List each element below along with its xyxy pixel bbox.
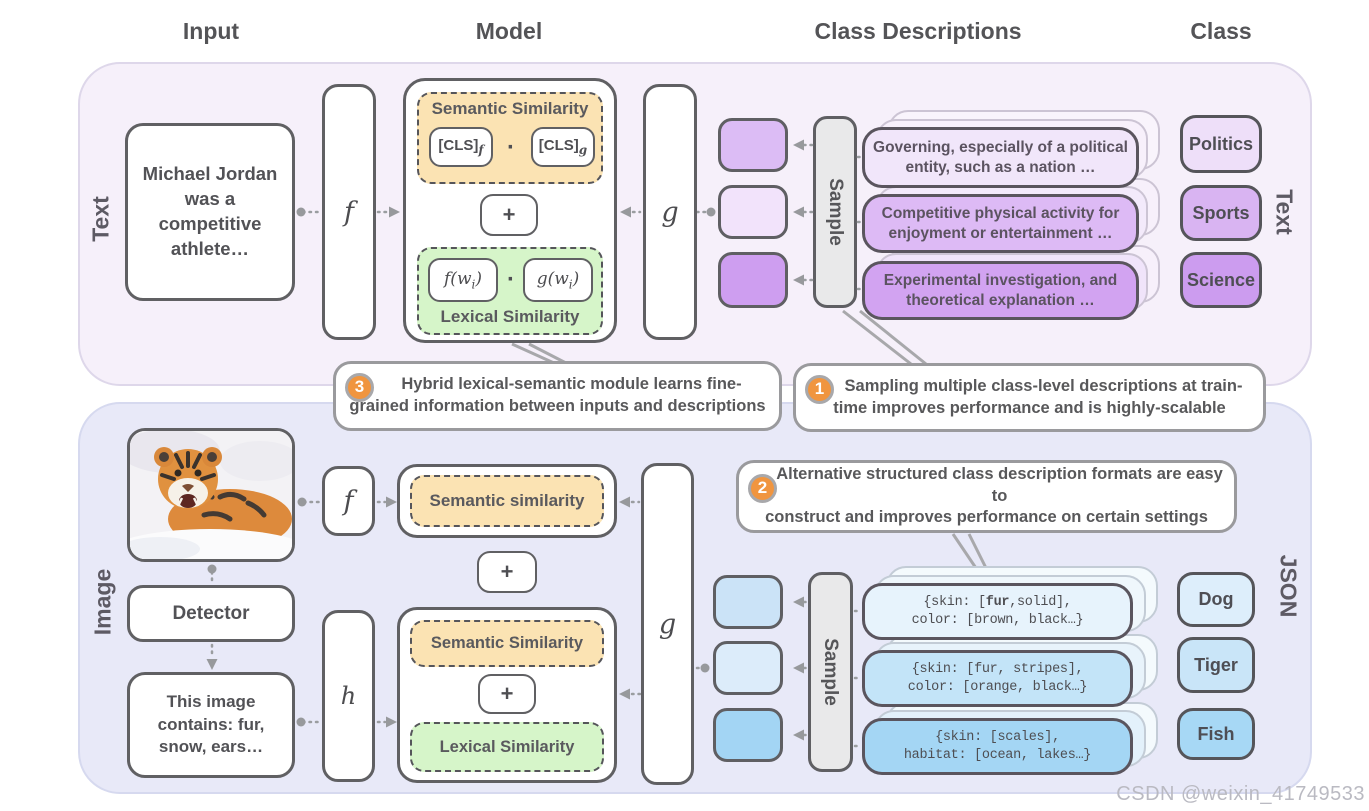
- json-line: {skin: [scales],: [935, 730, 1060, 746]
- description-line: Governing, especially of a political: [873, 138, 1128, 156]
- sample-label-text: Sample: [825, 178, 846, 246]
- semantic-similarity-title-2: Semantic Similarity: [430, 634, 584, 652]
- row-label-text-right: Text: [1271, 189, 1298, 235]
- input-line-bold: competitive: [158, 213, 262, 234]
- lexical-similarity-block-2: Lexical Similarity: [410, 722, 604, 772]
- json-description-card: {skin: [scales], habitat: [ocean, lakes……: [862, 718, 1133, 775]
- cls-g-label: [CLS]g: [538, 137, 588, 157]
- json-line: color: [orange, black…}: [907, 679, 1088, 695]
- column-header-class-descriptions: Class Descriptions: [814, 18, 1022, 44]
- callout-line: time improves performance and is highly-…: [833, 398, 1226, 417]
- lexical-similarity-title: Lexical Similarity: [440, 307, 580, 326]
- semantic-similarity-block: Semantic Similarity [CLS]f · [CLS]g: [417, 92, 603, 184]
- callout-line: construct and improves performance on ce…: [765, 508, 1208, 527]
- json-line: habitat: [ocean, lakes…}: [903, 747, 1092, 763]
- callout-2: 2 Alternative structured class descripti…: [736, 460, 1237, 533]
- tiger-illustration: [130, 431, 292, 559]
- semantic-similarity-row-block: Semantic similarity: [410, 475, 604, 527]
- column-header-input: Input: [182, 18, 240, 44]
- sampled-embedding-square: [718, 252, 788, 308]
- caption-line: snow, ears…: [158, 737, 264, 757]
- cls-g-chip: [CLS]g: [531, 127, 595, 167]
- class-label-sports: Sports: [1180, 185, 1262, 241]
- callout-line: Alternative structured class description…: [776, 464, 1223, 505]
- class-label-tiger: Tiger: [1177, 637, 1255, 693]
- cls-f-label: [CLS]f: [438, 137, 484, 157]
- sample-label-json: Sample: [820, 638, 841, 706]
- dot-product-symbol: ·: [507, 266, 515, 293]
- sample-box-text: [813, 116, 857, 308]
- csdn-watermark: CSDN @weixin_41749533: [1116, 783, 1365, 805]
- json-line: {skin: [fur, stripes],: [911, 662, 1084, 678]
- plus-chip-mid: +: [477, 551, 537, 593]
- class-label-politics: Politics: [1180, 115, 1262, 173]
- sampled-embedding-square: [718, 118, 788, 172]
- json-description-card: {skin: [fur,solid], color: [brown, black…: [862, 583, 1133, 640]
- f-wi-chip: f(wi): [428, 258, 498, 302]
- class-description-card: Experimental investigation, and theoreti…: [862, 261, 1139, 320]
- g-wi-chip: g(wi): [523, 258, 593, 302]
- callout-1-badge: 1: [805, 375, 834, 404]
- class-description-card: Governing, especially of a political ent…: [862, 127, 1139, 188]
- json-line: {skin: [fur,solid],: [923, 595, 1072, 611]
- sampled-embedding-square-blue: [713, 575, 783, 629]
- sample-box-json: [808, 572, 853, 772]
- input-line: was a: [184, 188, 236, 210]
- class-label-fish: Fish: [1177, 708, 1255, 760]
- semantic-similarity-title: Semantic Similarity: [431, 99, 589, 118]
- row-label-image-left: Image: [89, 568, 116, 636]
- plus-chip-2: +: [478, 674, 536, 714]
- description-line: entity, such as a nation …: [905, 158, 1096, 176]
- similarity-module-box: Semantic Similarity [CLS]f · [CLS]g + f(…: [403, 78, 617, 343]
- caption-line: This image: [166, 691, 256, 711]
- callout-1: 1 Sampling multiple class-level descript…: [793, 363, 1266, 432]
- description-line: Experimental investigation, and: [883, 271, 1118, 289]
- column-header-model: Model: [475, 18, 543, 44]
- caption-line: contains: fur,: [157, 714, 265, 734]
- input-text-box: Michael Jordan was a competitive athlete…: [125, 123, 295, 301]
- callout-3: 3 Hybrid lexical-semantic module learns …: [333, 361, 782, 431]
- plus-chip: +: [480, 194, 538, 236]
- class-label-dog: Dog: [1177, 572, 1255, 627]
- tiger-photo: [127, 428, 295, 562]
- lexical-similarity-title-2: Lexical Similarity: [439, 737, 575, 756]
- callout-line: Sampling multiple class-level descriptio…: [844, 376, 1243, 395]
- column-header-class: Class: [1190, 18, 1252, 44]
- encoder-g-box: g: [643, 84, 697, 340]
- callout-2-badge: 2: [748, 474, 777, 503]
- callout-line: grained information between inputs and d…: [349, 397, 766, 415]
- callout-3-badge: 3: [345, 373, 374, 402]
- semantic-similarity-block-2: Semantic Similarity: [410, 620, 604, 667]
- similarity-module-box-2: Semantic Similarity + Lexical Similarity: [397, 607, 617, 783]
- g-wi-label: g(wi): [536, 268, 580, 292]
- sampled-embedding-square-blue: [713, 708, 783, 762]
- f-wi-label: f(wi): [444, 268, 482, 292]
- description-line: Competitive physical activity for: [881, 204, 1120, 222]
- description-line: theoretical explanation …: [906, 291, 1095, 309]
- input-line: athlete…: [170, 237, 250, 259]
- encoder-g-box-image: g: [641, 463, 694, 785]
- callout-line: Hybrid lexical-semantic module learns fi…: [401, 375, 742, 394]
- encoder-f-box: f: [322, 84, 376, 340]
- description-line: enjoyment or entertainment …: [888, 224, 1113, 242]
- semantic-similarity-row-title: Semantic similarity: [429, 491, 585, 510]
- lexical-similarity-block: f(wi) · g(wi) Lexical Similarity: [417, 247, 603, 335]
- row-label-text-left: Text: [87, 196, 114, 242]
- row-label-json-right: JSON: [1275, 554, 1302, 618]
- json-line: color: [brown, black…}: [911, 612, 1084, 628]
- sampled-embedding-square-blue: [713, 641, 783, 695]
- encoder-h-box: h: [322, 610, 375, 782]
- cls-f-chip: [CLS]f: [429, 127, 493, 167]
- caption-box: This image contains: fur, snow, ears…: [127, 672, 295, 778]
- input-line: Michael Jordan: [142, 163, 278, 185]
- semantic-row-box: Semantic similarity: [397, 464, 617, 538]
- dot-product-symbol: ·: [507, 134, 515, 161]
- class-label-science: Science: [1180, 252, 1262, 308]
- detector-box: Detector: [127, 585, 295, 642]
- json-description-card: {skin: [fur, stripes], color: [orange, b…: [862, 650, 1133, 707]
- sampled-embedding-square: [718, 185, 788, 239]
- class-description-card: Competitive physical activity for enjoym…: [862, 194, 1139, 253]
- encoder-f-box-image: f: [322, 466, 375, 536]
